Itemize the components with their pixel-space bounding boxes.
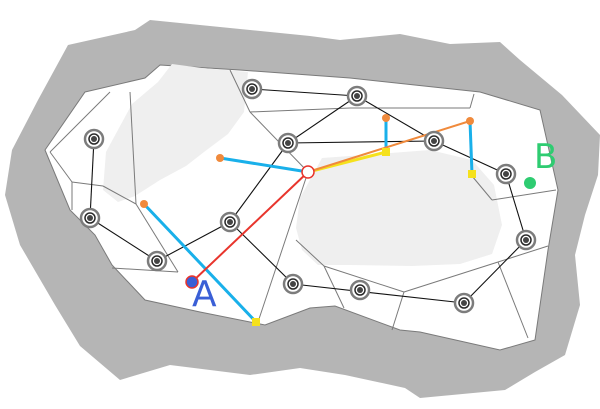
portal: [218, 156, 310, 174]
path-corner-marker: [301, 165, 315, 179]
path-funnel-left: [307, 120, 471, 173]
portal-endpoints-right: [252, 148, 476, 326]
cell-edge: [71, 181, 104, 187]
graph-edge: [89, 138, 95, 219]
cell-edge: [391, 291, 405, 331]
obstacle-left: [103, 64, 248, 202]
cell-edge: [229, 69, 251, 113]
portal-endpoint-left: [216, 154, 224, 162]
cell-edge: [295, 239, 325, 267]
graph-node: [453, 292, 475, 314]
graph-edges: [89, 88, 527, 304]
graph-node: [515, 229, 537, 251]
cell-edge: [249, 107, 351, 113]
cell-edge: [323, 265, 405, 293]
cell-edge: [469, 93, 475, 109]
graph-edge: [463, 239, 527, 304]
graph-edge: [292, 283, 465, 304]
goal-label: B: [534, 137, 557, 177]
cell-edge: [135, 203, 179, 273]
graph-edge: [229, 221, 294, 285]
graph-node: [83, 128, 105, 150]
cell-edge: [49, 151, 73, 183]
graph-edge: [251, 88, 358, 97]
portal-endpoint-left: [466, 117, 474, 125]
graph-edge: [505, 173, 527, 241]
cell-edge: [471, 175, 493, 201]
graph-node: [146, 250, 168, 272]
cell-edge: [257, 171, 309, 323]
portal-endpoints-left: [140, 114, 474, 208]
cell-edge: [102, 185, 137, 205]
graph-edge: [156, 221, 231, 262]
graph-node: [219, 211, 241, 233]
portal: [142, 202, 258, 324]
start-point-marker: [185, 275, 199, 289]
graph-nodes: [79, 78, 537, 314]
graph-edge: [89, 217, 158, 262]
cell-edge: [323, 265, 345, 309]
graph-edge: [229, 142, 289, 223]
graph-node: [241, 78, 263, 100]
goal-point-marker: [524, 177, 536, 189]
cell-edge: [49, 91, 111, 153]
graph-node: [423, 130, 445, 152]
portal-endpoint-right: [252, 318, 260, 326]
cell-edge: [491, 189, 557, 201]
cell-edges: [49, 69, 557, 339]
cell-edge: [111, 267, 179, 273]
portal: [468, 119, 474, 176]
graph-edge: [287, 95, 358, 144]
cell-edge: [129, 91, 137, 205]
graph-node: [277, 132, 299, 154]
graph-node: [79, 207, 101, 229]
portal-endpoint-left: [382, 114, 390, 122]
portal-endpoint-right: [382, 148, 390, 156]
cell-edge: [403, 261, 499, 293]
graph-node: [349, 279, 371, 301]
obstacle-right: [296, 150, 502, 266]
portal-endpoint-right: [468, 170, 476, 178]
graph-edge: [287, 140, 435, 144]
start-label: A: [192, 274, 217, 315]
graph-node: [495, 163, 517, 185]
portal-endpoint-left: [140, 200, 148, 208]
portals: [142, 116, 474, 324]
path-direct: [191, 171, 309, 283]
graph-edge: [356, 95, 435, 142]
graph-node: [282, 273, 304, 295]
cell-edge: [497, 261, 529, 339]
graph-node: [346, 85, 368, 107]
